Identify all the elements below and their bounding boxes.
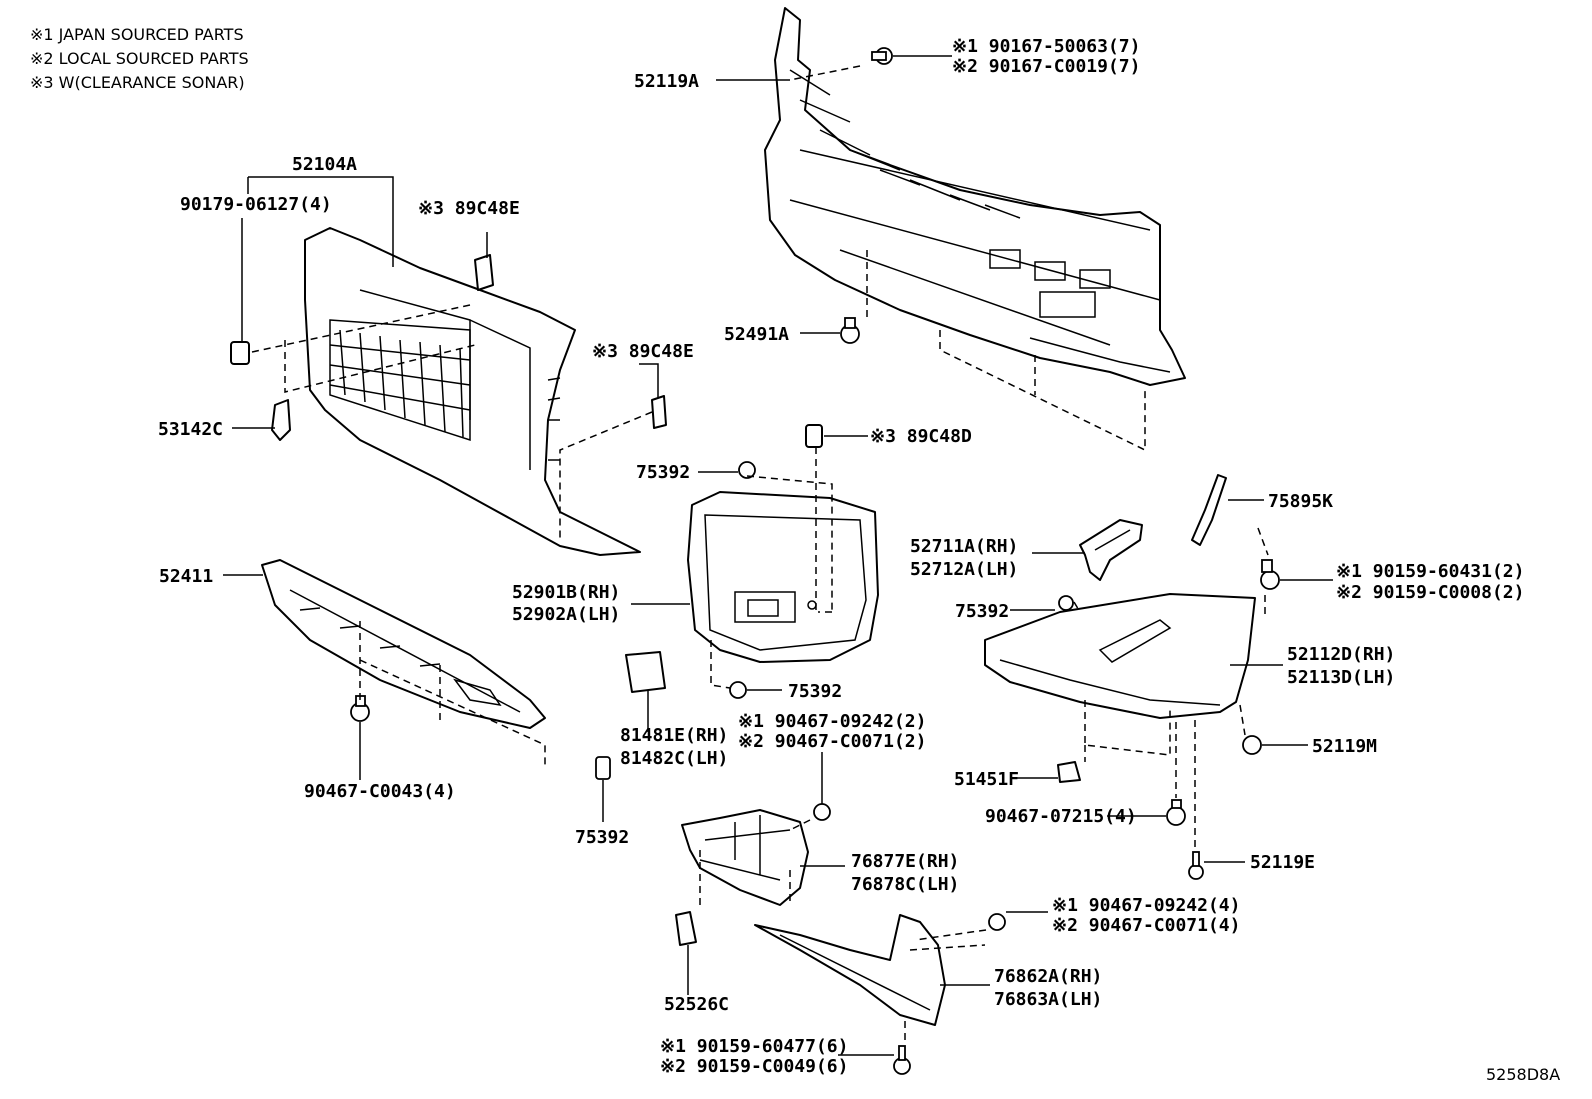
under-cover-bracket-drawing [681,809,809,906]
callout-75392-bottom: 75392 [575,827,629,848]
callout-90167-50063: ※1 90167-50063(7) [952,36,1140,57]
callout-90467-09242-b: ※1 90467-09242(4) [1052,895,1240,916]
bolt-icon [1260,559,1280,590]
callout-89C48E-lower: ※3 89C48E [592,341,694,362]
bolt-icon [1242,735,1262,755]
bolt-icon [1188,851,1204,880]
callout-52902A: 52902A(LH) [512,604,620,625]
callout-90467-C0071-a: ※2 90467-C0071(2) [738,731,926,752]
bracket-drawing [1079,519,1143,581]
lower-grille-drawing [261,559,546,729]
callout-51451F: 51451F [954,769,1019,790]
assembly-lines [251,65,1269,1040]
sensor-bracket-icon [625,651,666,693]
clip-icon [738,461,756,479]
note-japan-sourced: ※1 JAPAN SOURCED PARTS [30,25,244,44]
nut-icon [1057,761,1081,783]
callout-52112D: 52112D(RH) [1287,644,1395,665]
callout-90467-C0071-b: ※2 90467-C0071(4) [1052,915,1240,936]
bumper-reinforcement-drawing [764,7,1186,386]
callout-89C48D: ※3 89C48D [870,426,972,447]
callout-81482C: 81482C(LH) [620,748,728,769]
callout-53142C: 53142C [158,419,223,440]
clip-icon [813,803,831,821]
seal-strip-drawing [1191,474,1227,546]
clip-icon [675,911,697,946]
callout-52711A: 52711A(RH) [910,536,1018,557]
bumper-side-drawing [984,593,1256,719]
callout-76878C: 76878C(LH) [851,874,959,895]
callout-76863A: 76863A(LH) [994,989,1102,1010]
callout-90467-C0043: 90467-C0043(4) [304,781,456,802]
leader-lines [223,55,1333,1056]
callout-52526C: 52526C [664,994,729,1015]
clip-icon [840,317,860,344]
spoiler-drawing [754,914,946,1026]
bolt-icon [893,1045,911,1075]
small-parts [230,254,1081,946]
grille-drawing [304,227,641,556]
callout-75392-mid: 75392 [788,681,842,702]
retainer-icon [230,341,250,365]
callout-76877E: 76877E(RH) [851,851,959,872]
clip-icon [1058,595,1074,611]
callout-52411: 52411 [159,566,213,587]
callout-52119M: 52119M [1312,736,1377,757]
fasteners [350,47,1280,1075]
callout-90467-09242-a: ※1 90467-09242(2) [738,711,926,732]
callout-90467-07215: 90467-07215(4) [985,806,1137,827]
callout-89C48E-upper: ※3 89C48E [418,198,520,219]
diagram-id: 5258D8A [1486,1065,1560,1084]
callout-52113D: 52113D(LH) [1287,667,1395,688]
callout-52119A: 52119A [634,71,699,92]
legend: ※1 JAPAN SOURCED PARTS ※2 LOCAL SOURCED … [30,25,249,92]
bolt-icon [871,47,893,65]
callout-76862A: 76862A(RH) [994,966,1102,987]
note-clearance-sonar: ※3 W(CLEARANCE SONAR) [30,73,245,92]
callout-75392-right: 75392 [955,601,1009,622]
callout-90159-C0008: ※2 90159-C0008(2) [1336,582,1524,603]
callouts: 52119A ※1 90167-50063(7) ※2 90167-C0019(… [158,36,1560,1084]
callout-90167-C0019: ※2 90167-C0019(7) [952,56,1140,77]
clip-icon [1166,799,1186,826]
clip-icon [595,756,611,780]
callout-75392-top: 75392 [636,462,690,483]
clip-icon [350,695,370,722]
callout-52491A: 52491A [724,324,789,345]
note-local-sourced: ※2 LOCAL SOURCED PARTS [30,49,249,68]
callout-81481E: 81481E(RH) [620,725,728,746]
bumper-extension-drawing [687,491,879,663]
callout-52901B: 52901B(RH) [512,582,620,603]
sensor-bracket-icon [271,399,291,441]
callout-90159-C0049: ※2 90159-C0049(6) [660,1056,848,1077]
callout-75895K: 75895K [1268,491,1333,512]
callout-52104A: 52104A [292,154,357,175]
callout-90179-06127: 90179-06127(4) [180,194,332,215]
sonar-retainer-icon [651,395,667,429]
callout-90159-60431: ※1 90159-60431(2) [1336,561,1524,582]
callout-52712A: 52712A(LH) [910,559,1018,580]
callout-90159-60477: ※1 90159-60477(6) [660,1036,848,1057]
clip-icon [988,913,1006,931]
clip-icon [729,681,747,699]
callout-52119E: 52119E [1250,852,1315,873]
sonar-retainer-icon [805,424,823,448]
sonar-retainer-icon [474,254,494,291]
